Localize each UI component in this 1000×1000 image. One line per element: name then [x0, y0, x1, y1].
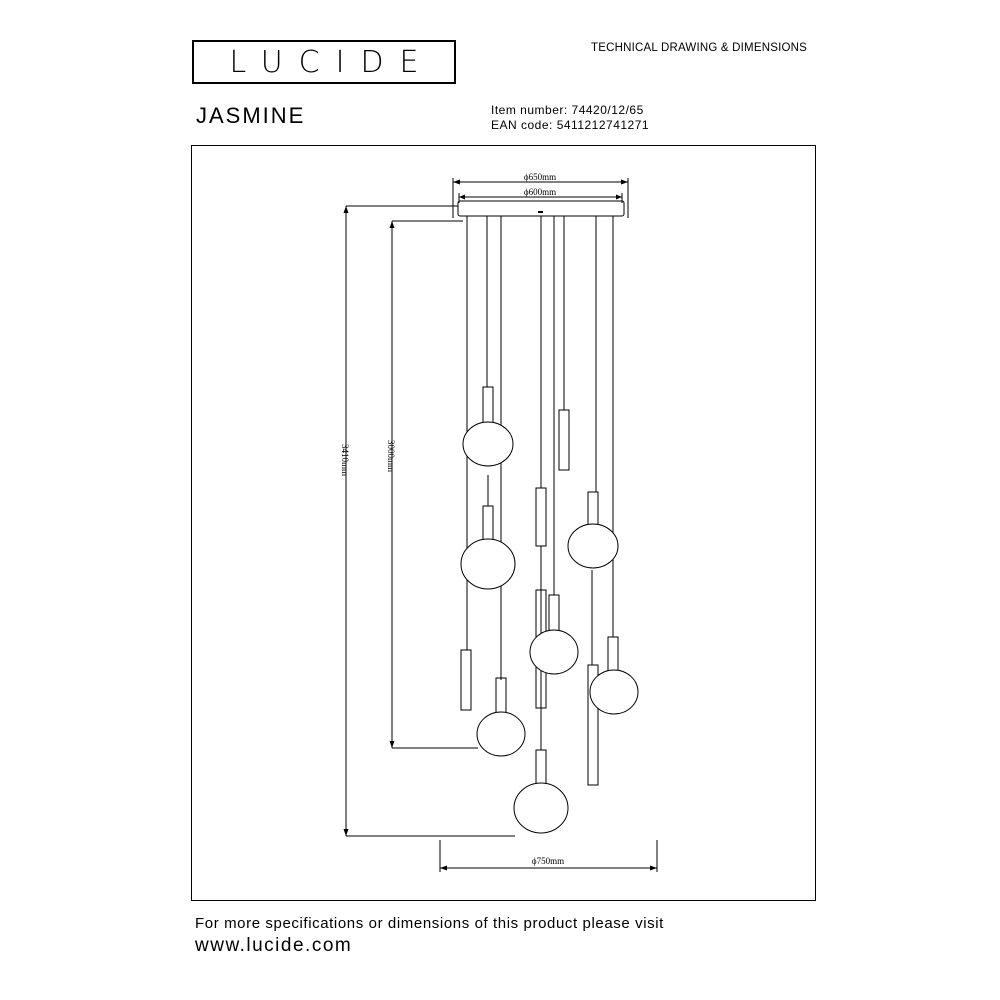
pendant-tube — [482, 505, 494, 543]
glass-globe — [589, 669, 639, 715]
document-title: TECHNICAL DRAWING & DIMENSIONS — [591, 42, 807, 54]
glass-globe — [460, 538, 516, 590]
pendant-tube — [558, 409, 570, 471]
dim-label-canopy-outer: ϕ650mm — [524, 172, 556, 182]
dim-label-canopy-inner: ϕ600mm — [524, 187, 556, 197]
glass-globe — [476, 711, 526, 757]
footer-note: For more specifications or dimensions of… — [195, 915, 664, 932]
dim-label-total-height: 3410mm — [340, 444, 350, 476]
ceiling-canopy — [457, 200, 625, 217]
ean-code: EAN code: 5411212741271 — [491, 118, 650, 132]
pendant-tube — [460, 649, 472, 711]
canopy-screw — [538, 211, 543, 213]
pendant-tube — [535, 487, 547, 547]
footer-website-link[interactable]: www.lucide.com — [195, 935, 353, 956]
glass-globe — [462, 421, 514, 467]
pendant-tube — [548, 594, 560, 632]
pendant-tube — [587, 664, 599, 786]
pendant-tube — [607, 636, 619, 674]
pendant-tube — [495, 677, 507, 715]
brand-logo: LUCIDE — [192, 40, 456, 84]
glass-globe — [567, 523, 619, 569]
dim-label-cable-height: 3000mm — [386, 440, 396, 472]
technical-drawing-frame — [191, 145, 816, 901]
pendant-tube — [482, 386, 494, 426]
pendant-tube — [535, 749, 547, 787]
glass-globe — [513, 782, 569, 834]
brand-logo-text: LUCIDE — [229, 44, 435, 80]
product-name: JASMINE — [196, 103, 306, 128]
pendant-tube — [587, 491, 599, 529]
item-number: Item number: 74420/12/65 — [491, 103, 644, 117]
dim-label-spread: ϕ750mm — [532, 856, 564, 866]
glass-globe — [529, 629, 579, 675]
